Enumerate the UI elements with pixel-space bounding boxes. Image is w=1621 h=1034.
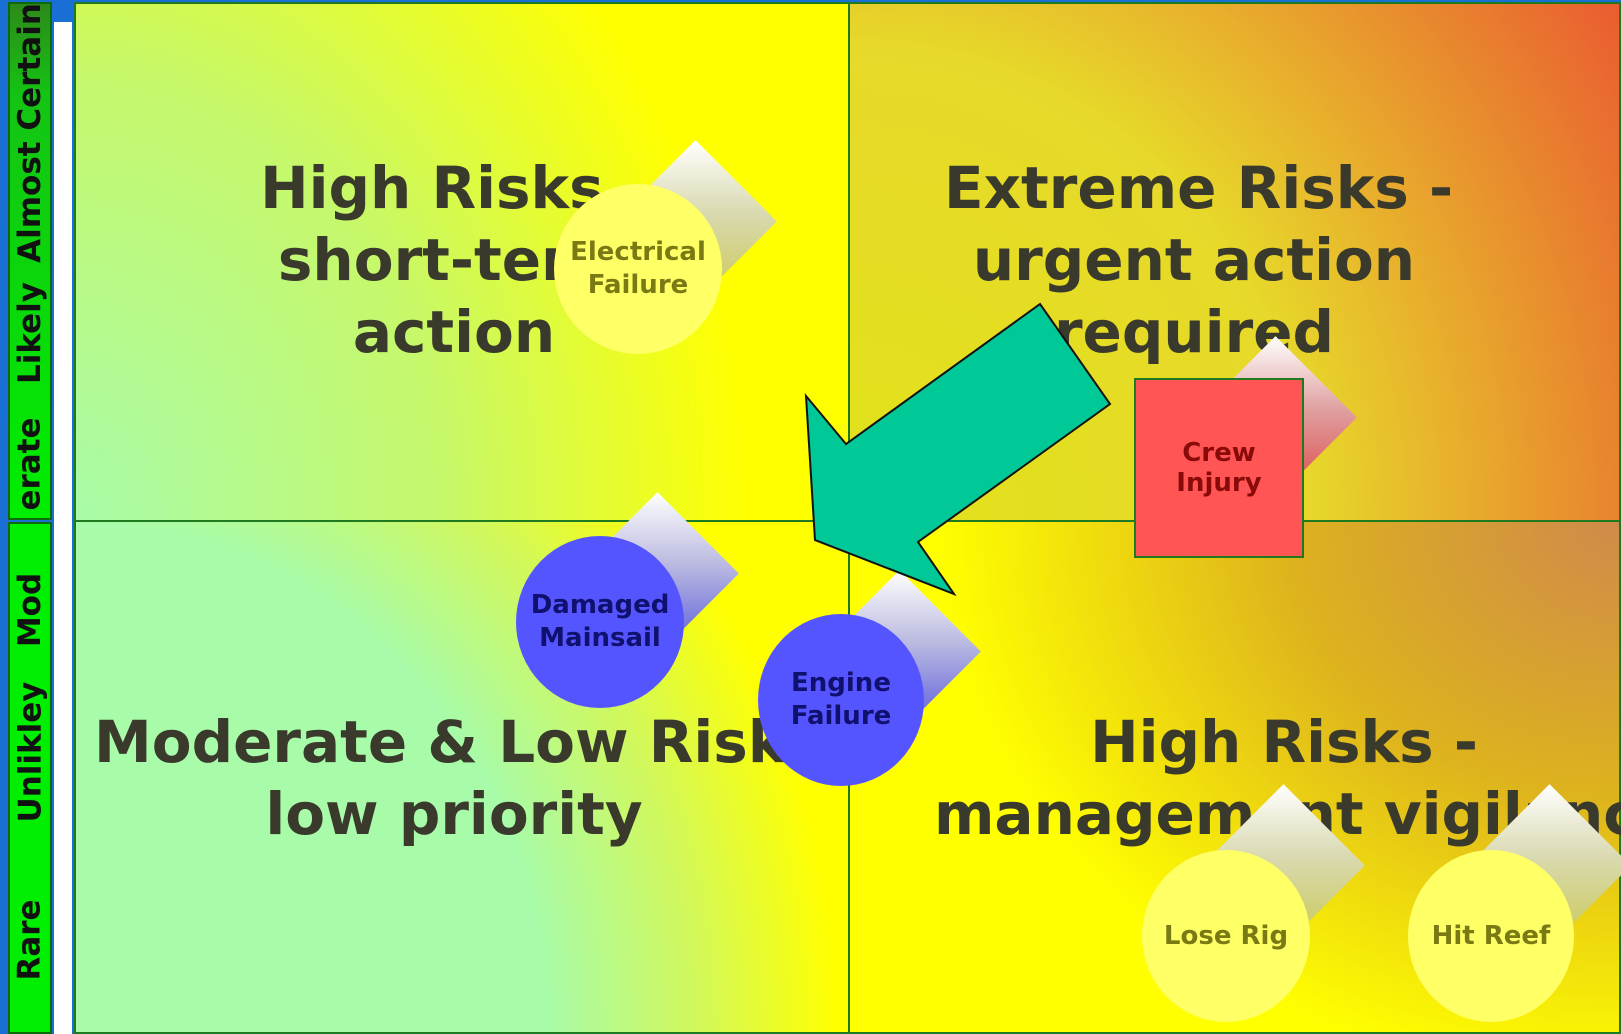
risk-label-crew-injury: Crew Injury bbox=[1134, 378, 1304, 558]
axis-label-likely: Likely bbox=[12, 281, 48, 385]
quadrant-moderate-low-risks bbox=[74, 520, 850, 1034]
axis-divider bbox=[54, 22, 72, 1034]
arrow-shape bbox=[804, 302, 1112, 597]
likelihood-axis-lower bbox=[8, 522, 52, 1034]
axis-label-moderate-top: erate bbox=[12, 417, 49, 511]
risk-label-hit-reef: Hit Reef bbox=[1408, 850, 1574, 1022]
quadrant-title-top-right: Extreme Risks - urgent action required bbox=[944, 154, 1454, 366]
axis-label-almost-certain: Almost Certain bbox=[12, 3, 48, 263]
axis-label-moderate-bottom: Mod bbox=[12, 572, 48, 648]
risk-label-lose-rig: Lose Rig bbox=[1142, 850, 1310, 1022]
risk-marker-hit-reef[interactable]: Hit Reef bbox=[1408, 782, 1621, 1034]
likelihood-axis: Almost Certain Likely erate Mod Unlikley… bbox=[0, 0, 72, 1034]
likelihood-axis-upper bbox=[8, 2, 52, 520]
quadrant-title-bottom-left: Moderate & Low Risks low priority bbox=[94, 708, 821, 848]
axis-label-rare: Rare bbox=[12, 899, 49, 981]
direction-arrow bbox=[804, 302, 1112, 597]
risk-marker-lose-rig[interactable]: Lose Rig bbox=[1142, 782, 1462, 1034]
risk-matrix: High Risks - short-term action Extreme R… bbox=[74, 2, 1621, 1034]
axis-label-unlikely: Unlikley bbox=[12, 681, 48, 823]
risk-marker-crew-injury[interactable]: Crew Injury bbox=[1134, 312, 1434, 572]
